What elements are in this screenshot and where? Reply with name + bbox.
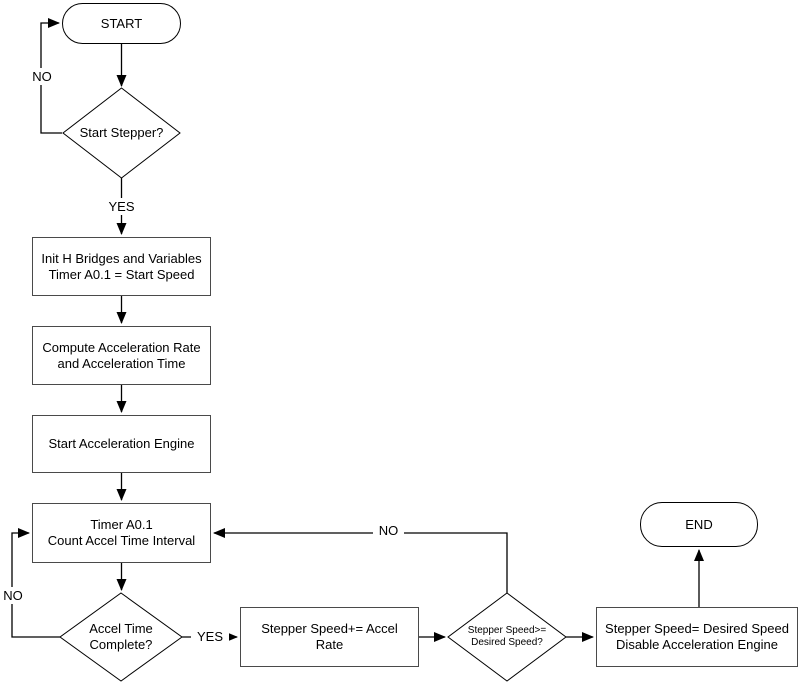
- node-compute-accel: Compute Acceleration Rate and Accelerati…: [32, 326, 211, 385]
- node-start-engine: Start Acceleration Engine: [32, 415, 211, 473]
- node-stepper-speed-add-label: Stepper Speed+= Accel Rate: [261, 621, 398, 652]
- node-set-final-speed-label: Stepper Speed= Desired Speed Disable Acc…: [605, 621, 789, 652]
- decision-speed-check-label: Stepper Speed>= Desired Speed?: [467, 625, 547, 648]
- edge-speedcheck-no-loop: [213, 528, 508, 593]
- edge-accel-complete-no-loop: [11, 528, 60, 638]
- node-stepper-speed-add: Stepper Speed+= Accel Rate: [240, 607, 419, 667]
- node-start-engine-label: Start Acceleration Engine: [48, 436, 195, 451]
- node-timer-count: Timer A0.1 Count Accel Time Interval: [32, 503, 211, 563]
- node-init-bridges-label: Init H Bridges and Variables Timer A0.1 …: [41, 250, 202, 282]
- edge-label-start-stepper-yes: YES: [102, 198, 141, 215]
- node-start-label: START: [100, 15, 143, 31]
- node-end: END: [640, 502, 758, 547]
- decision-accel-complete-label: Accel Time Complete?: [89, 621, 153, 652]
- edge-label-accel-complete-no: NO: [0, 587, 26, 604]
- decision-speed-check-shape: [447, 592, 567, 682]
- node-start: START: [62, 3, 181, 44]
- decision-start-stepper-shape: [62, 87, 181, 179]
- node-timer-count-label: Timer A0.1 Count Accel Time Interval: [47, 517, 196, 548]
- edge-label-accel-complete-yes: YES: [191, 628, 229, 645]
- node-end-label: END: [685, 516, 713, 532]
- edge-label-speed-check-no: NO: [373, 522, 404, 539]
- node-init-bridges: Init H Bridges and Variables Timer A0.1 …: [32, 237, 211, 296]
- decision-start-stepper-label: Start Stepper?: [79, 125, 164, 140]
- edge-label-start-stepper-no: NO: [27, 68, 57, 85]
- decision-accel-complete-shape: [59, 592, 183, 682]
- node-set-final-speed: Stepper Speed= Desired Speed Disable Acc…: [596, 607, 798, 667]
- node-compute-accel-label: Compute Acceleration Rate and Accelerati…: [42, 339, 201, 371]
